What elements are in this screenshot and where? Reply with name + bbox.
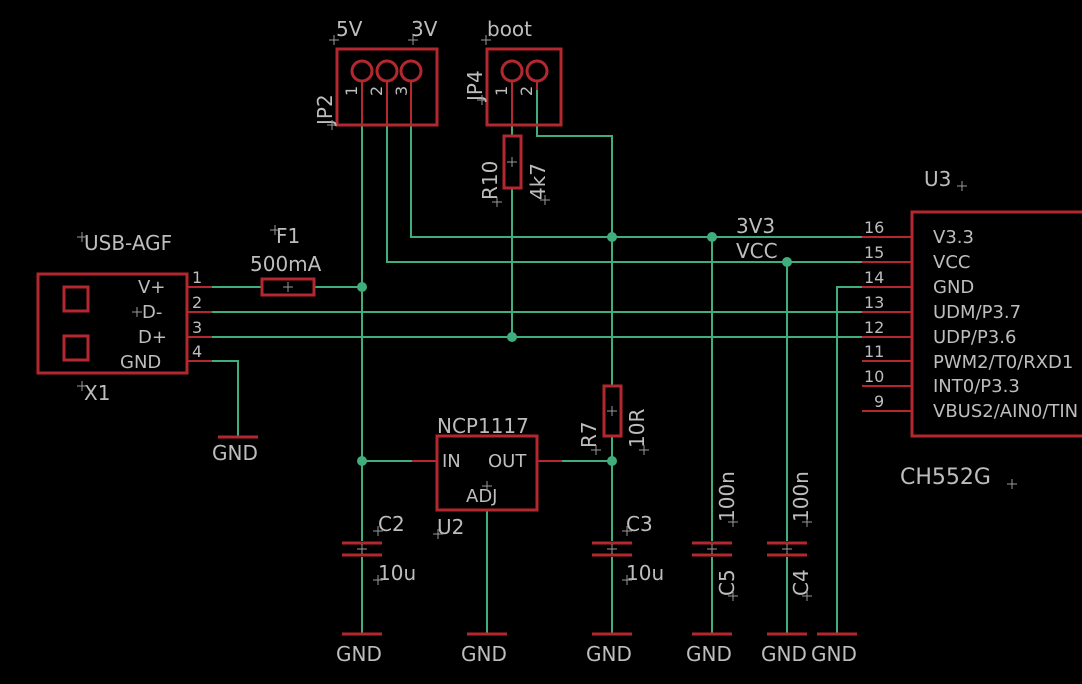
wires: [212, 90, 862, 634]
capacitor-c2[interactable]: C2 10u: [342, 512, 416, 585]
mcu-u3[interactable]: U3 CH552G 16 15 14 13 12 11 10 9 V3.3 VC…: [862, 167, 1082, 490]
junction-out: [607, 456, 617, 466]
jp4-pin-2: 2: [517, 86, 536, 96]
gnd-label-u3: GND: [811, 642, 857, 666]
jp4-pin-1: 1: [492, 86, 511, 96]
u2-name: NCP1117: [437, 414, 529, 438]
resistor-r10[interactable]: R10 4k7: [478, 134, 550, 200]
gnd-label-c3: GND: [586, 642, 632, 666]
u3-pinnum-16: 16: [864, 218, 884, 237]
usb-pin-dplus: D+: [138, 327, 167, 348]
resistor-r7[interactable]: R7 10R: [577, 384, 649, 448]
junction-in: [357, 456, 367, 466]
u3-pinnum-15: 15: [864, 243, 884, 262]
u3-pin-udm: UDM/P3.7: [933, 302, 1021, 323]
r7-value: 10R: [625, 409, 649, 448]
u3-pin-udp: UDP/P3.6: [933, 327, 1016, 348]
usb-pinnum-1: 1: [192, 268, 202, 287]
junction-vplus: [357, 282, 367, 292]
u2-pin-in: IN: [442, 451, 461, 472]
c3-value: 10u: [626, 561, 664, 585]
capacitor-c4[interactable]: 100n C4: [767, 471, 813, 596]
gnd-symbols: GND GND GND GND GND GND GND: [212, 435, 857, 666]
net-label-3v3: 3V3: [736, 214, 775, 238]
usb-ref: X1: [84, 381, 110, 405]
junction-3v3-a: [607, 232, 617, 242]
fuse-f1[interactable]: F1 500mA: [250, 224, 322, 297]
u3-pinnum-11: 11: [864, 342, 884, 361]
origin-marks: [77, 35, 1017, 601]
gnd-label-c5: GND: [686, 642, 732, 666]
c2-value: 10u: [378, 561, 416, 585]
jp2-ref: JP2: [313, 94, 337, 127]
jumper-jp4[interactable]: boot JP4 1 2: [463, 17, 563, 127]
r10-ref: R10: [478, 161, 502, 200]
usb-pin-gnd: GND: [120, 352, 161, 373]
jp4-ref: JP4: [463, 70, 487, 103]
u3-pin-v33: V3.3: [933, 227, 974, 248]
c4-value: 100n: [789, 471, 813, 522]
u3-pin-int0: INT0/P3.3: [933, 376, 1020, 397]
u3-ref: U3: [924, 167, 951, 191]
junctions: [357, 232, 792, 466]
usb-pinnum-3: 3: [192, 318, 202, 337]
usb-pin-vplus: V+: [138, 277, 165, 298]
jumper-jp2[interactable]: 5V 3V JP2 1 2 3: [313, 17, 439, 127]
usb-pinnum-2: 2: [192, 293, 202, 312]
usb-connector[interactable]: USB-AGF X1 V+ D- D+ GND 1 2 3 4: [36, 231, 212, 405]
gnd-label-c4: GND: [761, 642, 807, 666]
u3-pinnum-12: 12: [864, 318, 884, 337]
net-label-vcc: VCC: [736, 239, 778, 263]
junction-vcc: [782, 257, 792, 267]
jp2-label-5v: 5V: [336, 17, 363, 41]
regulator-u2[interactable]: NCP1117 U2 IN OUT ADJ: [412, 414, 562, 539]
usb-pinnum-4: 4: [192, 342, 202, 361]
jp2-pin-2: 2: [367, 86, 386, 96]
c2-ref: C2: [378, 512, 405, 536]
usb-name: USB-AGF: [84, 231, 172, 255]
u2-pin-out: OUT: [488, 451, 527, 472]
c5-value: 100n: [715, 471, 739, 522]
u3-pin-vcc: VCC: [933, 252, 970, 273]
junction-dplus: [507, 332, 517, 342]
u3-pinnum-9: 9: [874, 392, 884, 411]
u3-pin-gnd: GND: [933, 277, 974, 298]
gnd-label-c2: GND: [336, 642, 382, 666]
c3-ref: C3: [626, 512, 653, 536]
fuse-ref: F1: [276, 224, 300, 248]
jp4-label: boot: [487, 17, 532, 41]
u2-pin-adj: ADJ: [466, 486, 497, 507]
u2-ref: U2: [437, 515, 464, 539]
u3-pin-vbus2: VBUS2/AIN0/TIN: [933, 401, 1078, 422]
u3-pinnum-14: 14: [864, 268, 884, 287]
jp2-label-3v: 3V: [411, 17, 438, 41]
usb-pin-dminus: D-: [142, 302, 162, 323]
jp2-pin-3: 3: [392, 86, 411, 96]
r10-value: 4k7: [526, 163, 550, 200]
capacitor-c3[interactable]: C3 10u: [592, 512, 664, 585]
gnd-label-usb: GND: [212, 441, 258, 465]
jp2-pin-1: 1: [342, 86, 361, 96]
c4-ref: C4: [789, 569, 813, 596]
u3-pin-pwm2: PWM2/T0/RXD1: [933, 352, 1073, 373]
u3-pinnum-10: 10: [864, 367, 884, 386]
fuse-value: 500mA: [250, 252, 322, 276]
capacitor-c5[interactable]: 100n C5: [692, 471, 739, 596]
u3-pinnum-13: 13: [864, 293, 884, 312]
c5-ref: C5: [715, 569, 739, 596]
junction-3v3-b: [707, 232, 717, 242]
gnd-label-u2: GND: [461, 642, 507, 666]
r7-ref: R7: [577, 421, 601, 448]
u3-name: CH552G: [900, 465, 991, 490]
